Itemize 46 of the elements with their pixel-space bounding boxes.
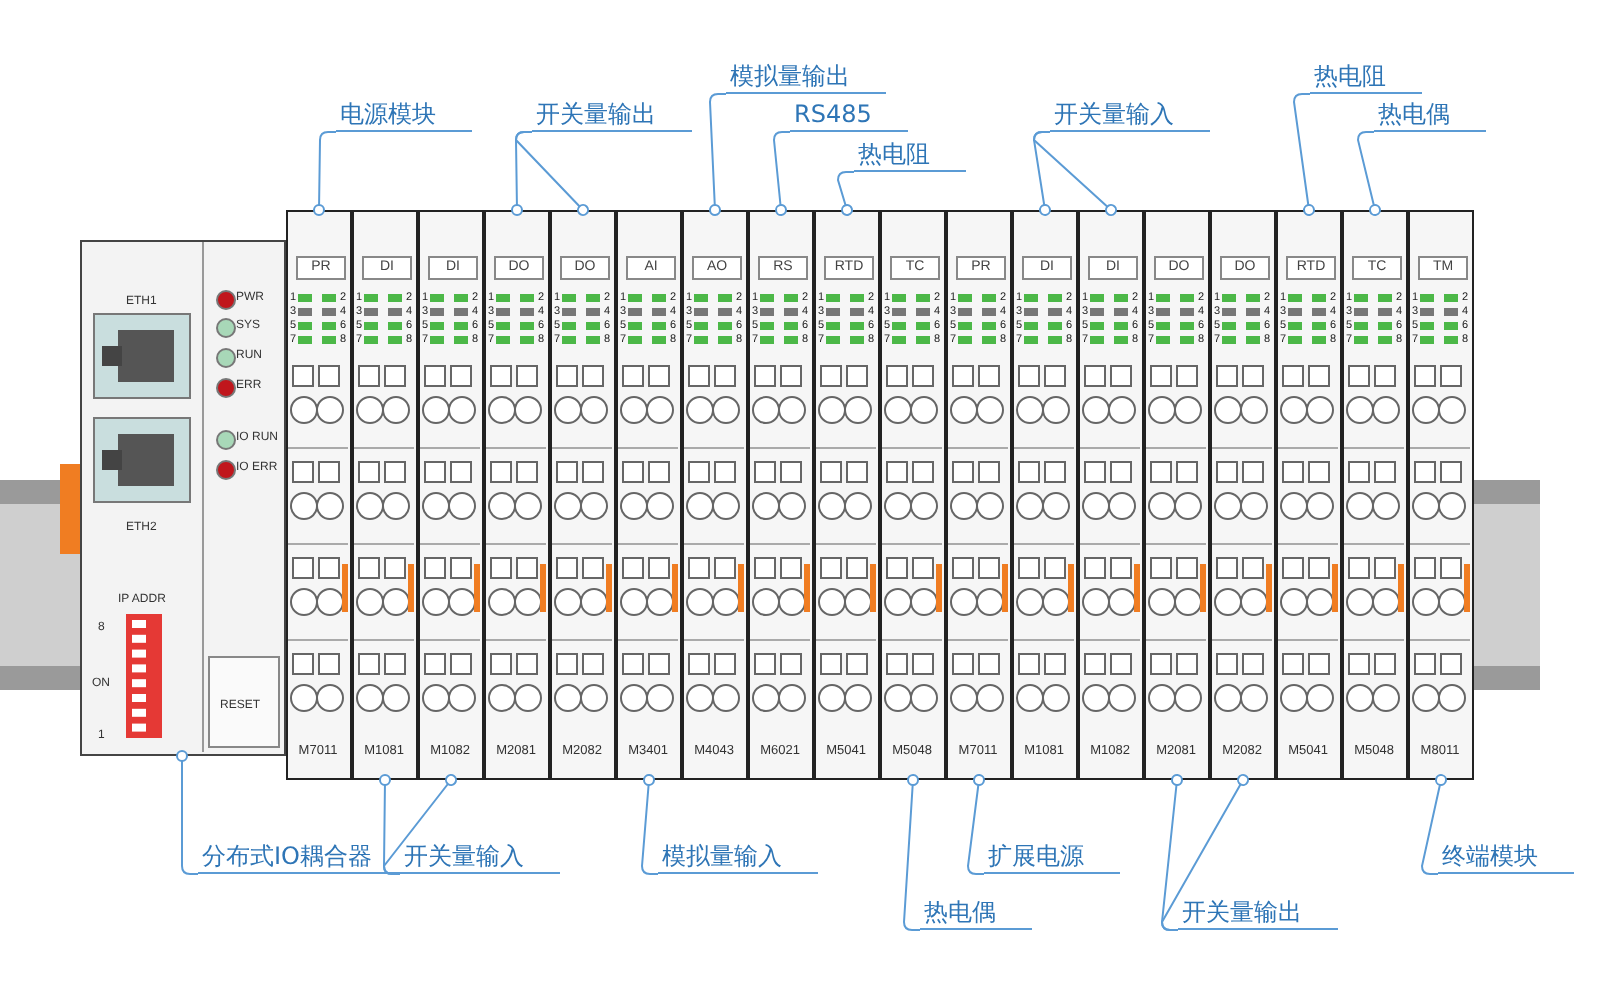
leader-line xyxy=(1161,774,1249,931)
io-module xyxy=(1408,210,1474,780)
io-module xyxy=(1342,210,1408,780)
io-module xyxy=(682,210,748,780)
io-module xyxy=(946,210,1012,780)
leader-line xyxy=(709,93,727,216)
leader-line xyxy=(1293,93,1315,216)
callout-label: 开关量输出 xyxy=(1178,896,1338,930)
callout-label: 热电偶 xyxy=(1374,98,1486,132)
io-module xyxy=(1210,210,1276,780)
callout-label: 终端模块 xyxy=(1438,840,1574,874)
callout-label: 热电阻 xyxy=(854,138,966,172)
callout-label: 模拟量输出 xyxy=(726,60,886,94)
callout-label: 开关量输出 xyxy=(532,98,692,132)
io-module xyxy=(550,210,616,780)
coupler-module xyxy=(80,240,286,756)
leader-line xyxy=(837,171,855,216)
io-module xyxy=(1144,210,1210,780)
io-module xyxy=(880,210,946,780)
callout-label: 热电阻 xyxy=(1310,60,1422,94)
io-module xyxy=(616,210,682,780)
io-module xyxy=(418,210,484,780)
leader-line xyxy=(1033,131,1117,216)
io-module xyxy=(814,210,880,780)
callout-label: RS485 xyxy=(790,98,908,132)
leader-line xyxy=(773,131,791,216)
callout-label: 分布式IO耦合器 xyxy=(198,840,408,874)
callout-label: 开关量输入 xyxy=(400,840,560,874)
callout-label: 扩展电源 xyxy=(984,840,1120,874)
callout-label: 模拟量输入 xyxy=(658,840,818,874)
io-module xyxy=(1078,210,1144,780)
io-module xyxy=(484,210,550,780)
callout-label: 热电偶 xyxy=(920,896,1032,930)
callout-label: 开关量输入 xyxy=(1050,98,1210,132)
io-module xyxy=(748,210,814,780)
io-module xyxy=(352,210,418,780)
leader-line xyxy=(967,774,985,875)
io-module xyxy=(286,210,352,780)
io-module xyxy=(1012,210,1078,780)
leader-line xyxy=(176,750,199,875)
leader-line xyxy=(383,774,457,875)
leader-line xyxy=(313,131,337,216)
leader-line xyxy=(515,131,589,216)
io-module xyxy=(1276,210,1342,780)
callout-label: 电源模块 xyxy=(336,98,472,132)
leader-line xyxy=(903,774,921,931)
